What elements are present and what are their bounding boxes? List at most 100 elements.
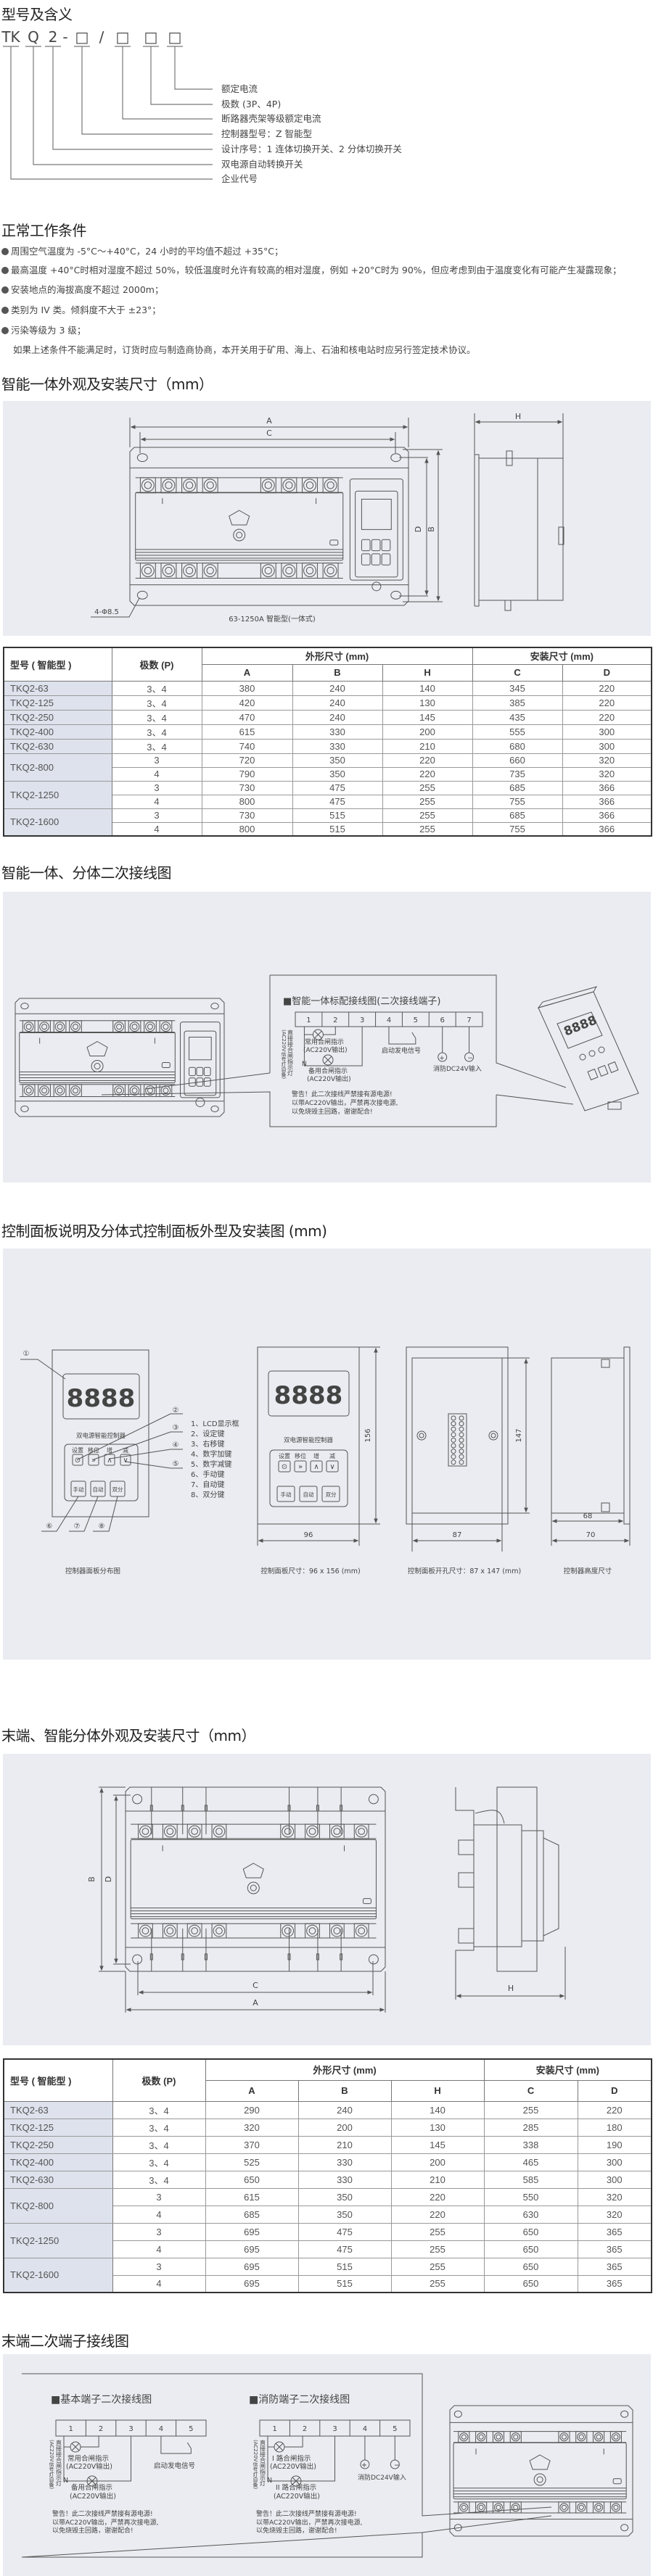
side-tab — [504, 600, 512, 611]
header-outline: 外形尺寸 (mm) — [201, 647, 473, 665]
terminal-screw-icon — [496, 2434, 501, 2440]
code-part: □ — [144, 28, 158, 46]
terminal-screw-icon — [511, 2503, 520, 2512]
side-clamp — [458, 1928, 475, 1944]
terminal-screw-icon — [145, 1085, 155, 1096]
dimension-cell: 255 — [382, 821, 473, 837]
controller-key — [381, 539, 391, 552]
arrow-icon — [475, 420, 563, 424]
dimension-cell: 800 — [201, 821, 293, 837]
pin-icon — [451, 1459, 456, 1465]
drawing-caption: 63-1250A 智能型(一体式) — [229, 614, 316, 624]
dimension-cell: 555 — [472, 724, 563, 740]
side-flange — [475, 454, 480, 607]
dimension-cell: 366 — [562, 808, 652, 823]
terminal-screw-icon — [39, 1085, 49, 1096]
line1-indicator-label: I 路合闸指示 — [272, 2454, 311, 2463]
poles-cell: 3、4 — [111, 724, 202, 740]
dimension-cell: 285 — [483, 2118, 578, 2137]
legend-item: 8、双分键 — [191, 1490, 224, 1499]
generator-signal-label: 启动发电信号 — [382, 1046, 421, 1055]
poles-cell: 3 — [112, 2222, 206, 2241]
terminal-screw-icon — [355, 1825, 368, 1838]
dimension-cell: 755 — [472, 794, 563, 809]
dimension-cell: 366 — [562, 780, 652, 795]
pin-icon — [451, 1426, 456, 1432]
operating-handle-icon — [533, 2473, 546, 2486]
clip-icon — [601, 1502, 610, 1512]
poles-cell: 3 — [112, 2187, 206, 2206]
terminal-block — [112, 1084, 126, 1097]
neutral-label: N — [63, 2477, 68, 2485]
terminal-block — [281, 477, 297, 494]
header-outline: 外形尺寸 (mm) — [205, 2058, 485, 2081]
terminal-block — [22, 1084, 36, 1097]
terminal-screw-icon — [305, 481, 314, 489]
dimension-cell: 515 — [292, 821, 383, 837]
terminal-screw-icon — [478, 2434, 484, 2440]
terminal-block — [302, 563, 318, 579]
code-part: 2 — [49, 28, 58, 46]
remote-controller — [538, 991, 639, 1111]
terminal-block — [509, 2501, 522, 2514]
callout-frame — [101, 974, 574, 1127]
warning-line: 以带AC220V输出，严禁再次接电源, — [292, 1098, 398, 1107]
terminal-block — [138, 1823, 153, 1839]
controller-key — [196, 1067, 204, 1077]
section-title-integrated: 智能一体外观及安装尺寸（mm） — [1, 376, 213, 393]
terminal-screw-icon — [114, 1085, 124, 1096]
key-symbol-icon: » — [91, 1457, 96, 1465]
header-install: 安装尺寸 (mm) — [483, 2058, 652, 2081]
callout-leader — [20, 1359, 66, 1380]
terminal-number: 3 — [128, 2425, 133, 2433]
dimension-cell: 255 — [390, 2274, 485, 2293]
terminal-block — [302, 477, 318, 494]
mounting-hole-icon — [210, 1003, 219, 1010]
pin-icon — [459, 1432, 464, 1438]
negative-terminal-icon — [390, 2459, 400, 2469]
dimension-cell: 220 — [390, 2205, 485, 2224]
table-header-row: 型号 ( 智能型 )极数 (P)外形尺寸 (mm)安装尺寸 (mm) — [3, 2058, 652, 2102]
meaning-label: 极数 (3P、4P) — [221, 99, 281, 109]
mounting-hole-icon — [368, 1954, 379, 1965]
controller-key — [588, 1050, 596, 1057]
legend-item: 7、自动键 — [191, 1480, 224, 1489]
mounting-hole-icon — [620, 2524, 629, 2532]
pin-icon — [459, 1421, 464, 1427]
dimension-cell: 220 — [562, 680, 652, 696]
condition-item: 安装地点的海拔高度不超过 2000m； — [1, 282, 163, 296]
poles-cell: 3、4 — [111, 680, 202, 696]
mode-key-label: 手动 — [281, 1491, 292, 1498]
terminal-screw-icon — [477, 2503, 486, 2512]
terminal-screw-icon — [513, 2434, 519, 2440]
terminal-screw-icon — [185, 566, 194, 575]
indicator-window — [612, 2478, 622, 2485]
terminal-block — [162, 1823, 178, 1839]
condition-note: 如果上述条件不能满足时，订货时应与制造商协商，本开关用于矿用、海上、石油和核电站… — [13, 344, 476, 355]
legend-item: 1、LCD显示框 — [191, 1419, 239, 1428]
callout-leader — [69, 1496, 99, 1532]
dimension-cell: 755 — [472, 821, 563, 837]
arrow-icon — [114, 1795, 118, 1964]
indicator-lamp-icon — [322, 1054, 334, 1066]
terminal-screw-icon — [596, 2434, 601, 2440]
bullet-icon — [1, 307, 9, 314]
mode-key-button — [276, 1486, 295, 1502]
dimension-cell: 255 — [382, 794, 473, 809]
mode-key-label: 双分 — [112, 1486, 123, 1493]
switch-body — [130, 1839, 377, 1920]
terminal-wiring-panel — [3, 2354, 651, 2576]
dimension-cell: 220 — [382, 753, 473, 768]
terminal-number: 5 — [189, 2425, 193, 2433]
mounting-hole-icon — [620, 2410, 629, 2418]
terminal-screw-icon — [326, 481, 334, 489]
dimension-cell: 220 — [390, 2187, 485, 2206]
terminal-screw-icon — [306, 1825, 319, 1838]
model-cell: TKQ2-125 — [3, 695, 112, 711]
controller-screen — [189, 1036, 212, 1061]
mounting-hole-icon — [20, 1003, 29, 1010]
terminal-block — [139, 563, 156, 579]
side-rail — [496, 1786, 538, 1972]
